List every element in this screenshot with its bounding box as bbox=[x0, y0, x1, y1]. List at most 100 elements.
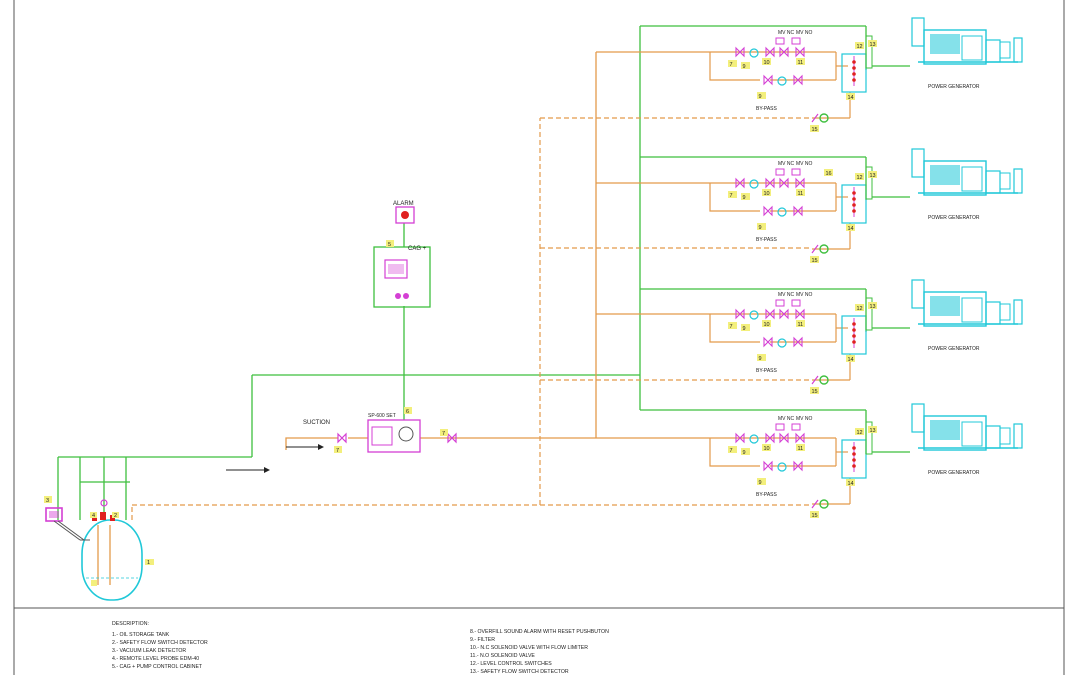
solenoid-valve-nc bbox=[765, 177, 775, 189]
tag-bypass-9: 9 bbox=[759, 480, 762, 486]
description-left-2: 2.- SAFETY FLOW SWITCH DETECTOR bbox=[112, 640, 208, 646]
svg-text:7: 7 bbox=[442, 431, 445, 437]
description-right-1: 8.- OVERFILL SOUND ALARM WITH RESET PUSH… bbox=[470, 629, 609, 635]
tag-7: 7 bbox=[730, 448, 733, 454]
discharge-valve: 7 bbox=[440, 429, 457, 444]
tag-15: 15 bbox=[812, 513, 818, 519]
oil-storage-tank: 1 bbox=[81, 519, 154, 601]
bypass-label: BY-PASS bbox=[756, 368, 778, 374]
tag-11: 11 bbox=[798, 60, 804, 66]
tag-bypass-9: 9 bbox=[759, 356, 762, 362]
flow-switch-icon bbox=[819, 244, 829, 254]
branch-valve-7 bbox=[735, 46, 745, 58]
description-right-2: 9.- FILTER bbox=[470, 637, 495, 643]
description-right-6: 13.- SAFETY FLOW SWITCH DETECTOR bbox=[470, 669, 569, 675]
generator-label: POWER GENERATOR bbox=[928, 215, 980, 221]
branch-valve-7 bbox=[735, 177, 745, 189]
tag-14: 14 bbox=[848, 481, 854, 487]
tag-11: 11 bbox=[798, 446, 804, 452]
day-tank bbox=[841, 439, 867, 479]
bypass-label: BY-PASS bbox=[756, 237, 778, 243]
tag-7: 7 bbox=[730, 324, 733, 330]
tag-13: 13 bbox=[870, 173, 876, 179]
description-right-5: 12.- LEVEL CONTROL SWITCHES bbox=[470, 661, 552, 667]
orange-return-lines bbox=[131, 117, 810, 520]
filter-icon bbox=[749, 48, 759, 58]
description-right-3: 10.- N.C SOLENOID VALVE WITH FLOW LIMITE… bbox=[470, 645, 588, 651]
flow-switch-icon bbox=[819, 375, 829, 385]
day-tank bbox=[841, 184, 867, 224]
tag-9: 9 bbox=[743, 450, 746, 456]
tag-7: 7 bbox=[730, 193, 733, 199]
mv-nc-label: MV NC bbox=[778, 416, 795, 422]
tag-10: 10 bbox=[764, 60, 770, 66]
bypass-label: BY-PASS bbox=[756, 492, 778, 498]
tag-15: 15 bbox=[812, 127, 818, 133]
bypass-valve-left bbox=[763, 74, 773, 86]
tag-14: 14 bbox=[848, 226, 854, 232]
branch-valve bbox=[795, 432, 805, 444]
flow-switch-icon bbox=[819, 113, 829, 123]
tag-13: 13 bbox=[870, 428, 876, 434]
bypass-valve-right bbox=[793, 460, 803, 472]
green-lines bbox=[57, 25, 867, 520]
tag-9: 9 bbox=[743, 195, 746, 201]
description-left-5: 5.- CAG + PUMP CONTROL CABINET bbox=[112, 664, 203, 670]
description-right-4: 11.- N.O SOLENOID VALVE bbox=[470, 653, 535, 659]
mv-nc-label: MV NC bbox=[778, 161, 795, 167]
tag-11: 11 bbox=[798, 191, 804, 197]
power-generator bbox=[911, 403, 1023, 451]
tag-11: 11 bbox=[798, 322, 804, 328]
filter-icon bbox=[749, 434, 759, 444]
tag-12: 12 bbox=[857, 44, 863, 50]
tag-10: 10 bbox=[764, 322, 770, 328]
tank-probes: 4 2 bbox=[90, 499, 119, 521]
bypass-valve-left bbox=[763, 336, 773, 348]
tag-14: 14 bbox=[848, 357, 854, 363]
tag-bypass-9: 9 bbox=[759, 94, 762, 100]
alarm-label: ALARM bbox=[393, 201, 414, 207]
tag-13: 13 bbox=[870, 304, 876, 310]
tag-7: 7 bbox=[730, 62, 733, 68]
description-left-1: 1.- OIL STORAGE TANK bbox=[112, 632, 170, 638]
generator-label: POWER GENERATOR bbox=[928, 84, 980, 90]
probe-number-4: 4 bbox=[92, 513, 95, 519]
vacuum-number: 3 bbox=[46, 498, 49, 504]
tag-12: 12 bbox=[857, 306, 863, 312]
tag-15: 15 bbox=[812, 258, 818, 264]
pump-number: 6 bbox=[406, 409, 409, 415]
mv-nc-label: MV NC bbox=[778, 292, 795, 298]
bypass-valve-right bbox=[793, 336, 803, 348]
tag-10: 10 bbox=[764, 191, 770, 197]
branch-valve-7 bbox=[735, 432, 745, 444]
tag-16: 16 bbox=[826, 171, 832, 177]
orange-supply-lines bbox=[97, 51, 740, 585]
mv-no-label: MV NO bbox=[796, 161, 813, 167]
generator-label: POWER GENERATOR bbox=[928, 470, 980, 476]
bypass-filter-icon bbox=[777, 76, 787, 86]
filter-icon bbox=[749, 179, 759, 189]
mv-no-label: MV NO bbox=[796, 416, 813, 422]
mv-nc-label: MV NC bbox=[778, 30, 795, 36]
tag-13: 13 bbox=[870, 42, 876, 48]
mv-no-label: MV NO bbox=[796, 292, 813, 298]
pump-set-label: SP-600 SET bbox=[368, 413, 396, 419]
probe-number-2: 2 bbox=[114, 513, 117, 519]
drawing-frame bbox=[13, 0, 1065, 675]
bypass-valve-left bbox=[763, 460, 773, 472]
tank-number: 1 bbox=[147, 560, 150, 566]
bypass-filter-icon bbox=[777, 207, 787, 217]
solenoid-valve-no bbox=[779, 177, 789, 189]
mv-no-label: MV NO bbox=[796, 30, 813, 36]
flow-arrows bbox=[226, 444, 324, 473]
tag-9: 9 bbox=[743, 326, 746, 332]
solenoid-valve-no bbox=[779, 46, 789, 58]
solenoid-valve-no bbox=[779, 432, 789, 444]
